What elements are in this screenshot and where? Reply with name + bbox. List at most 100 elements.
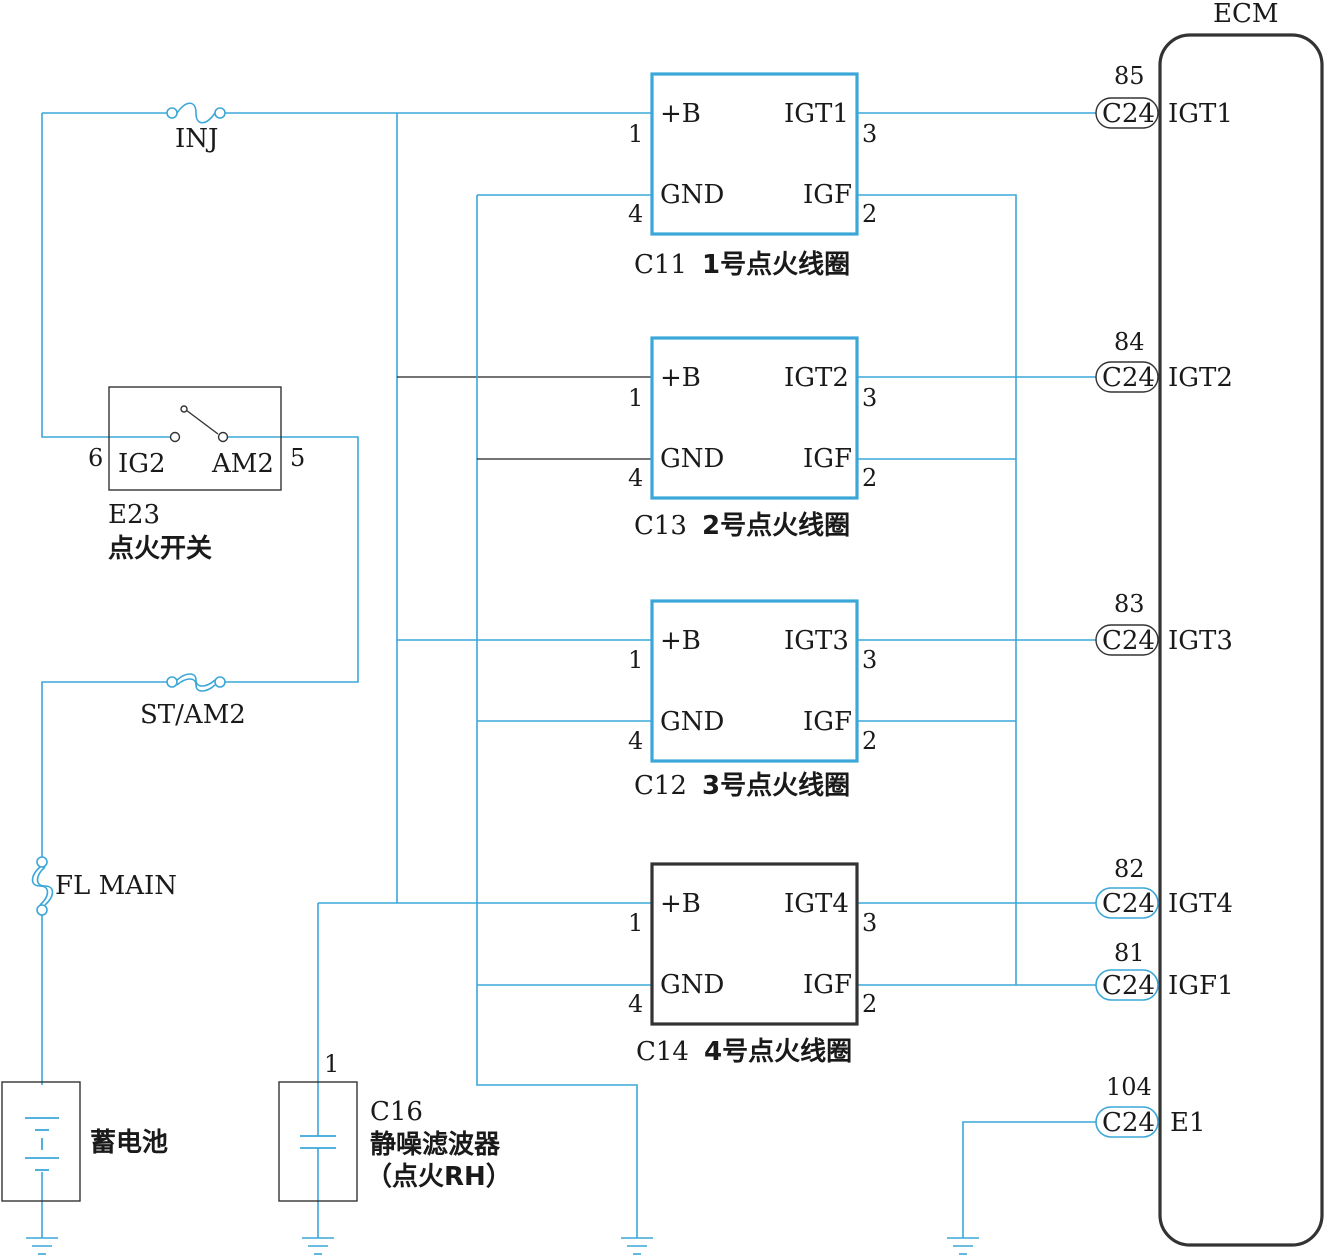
fuse-st-am2 bbox=[166, 673, 226, 692]
coil-3-pin-gnd: 4 bbox=[628, 727, 643, 755]
noise-filter-code: C16 bbox=[370, 1097, 423, 1127]
wire-fuse-to-battery bbox=[41, 681, 168, 1085]
ecm-pin-e1-conn: C24 bbox=[1102, 1108, 1155, 1138]
coil-4-box bbox=[650, 862, 859, 1026]
switch-pin-am2: 5 bbox=[290, 444, 305, 472]
coil-2-pin-b: 1 bbox=[628, 384, 643, 412]
coil-3-plus-b: +B bbox=[660, 626, 701, 656]
coil-1-code: C11 bbox=[634, 250, 687, 280]
wire-igf-bus bbox=[857, 194, 1017, 985]
fuse-fl-main bbox=[31, 856, 54, 916]
wire-inj-to-ig2 bbox=[41, 113, 172, 438]
ground-coils bbox=[621, 1237, 653, 1255]
coil-2-name: 2号点火线圈 bbox=[702, 510, 850, 541]
noise-filter-name: 静噪滤波器 bbox=[370, 1129, 501, 1160]
coil-2-gnd: GND bbox=[660, 444, 724, 474]
coil-3-box bbox=[650, 599, 859, 763]
switch-ig2-contact bbox=[169, 431, 181, 443]
coil-4-igt: IGT4 bbox=[784, 889, 849, 919]
coil-2-pin-igf: 2 bbox=[862, 464, 877, 492]
noise-filter-sub: （点火RH） bbox=[366, 1161, 512, 1192]
coil-1: +B GND IGT1 IGF 1 4 3 2 C11 1号点火线圈 bbox=[628, 72, 877, 280]
coil-1-name: 1号点火线圈 bbox=[702, 249, 850, 280]
ground-battery bbox=[26, 1237, 58, 1255]
ecm-label: ECM bbox=[1213, 0, 1279, 29]
coil-2-plus-b: +B bbox=[660, 363, 701, 393]
coil-4-pin-igt: 3 bbox=[862, 909, 877, 937]
ecm-pin-e1-num: 104 bbox=[1106, 1073, 1152, 1101]
noise-filter-box bbox=[278, 1081, 358, 1202]
coil-1-igt: IGT1 bbox=[784, 99, 849, 129]
coil-3-pin-b: 1 bbox=[628, 646, 643, 674]
coil-3-code: C12 bbox=[634, 771, 687, 801]
ground-ecm-e1 bbox=[947, 1237, 979, 1255]
wire-am2-to-fuse bbox=[224, 436, 359, 683]
coil-1-igf: IGF bbox=[803, 180, 852, 210]
coil-3-name: 3号点火线圈 bbox=[702, 770, 850, 801]
switch-code: E23 bbox=[108, 500, 160, 530]
coil-2-igt: IGT2 bbox=[784, 363, 849, 393]
coil-1-pin-igt: 3 bbox=[862, 120, 877, 148]
ecm-pin-igt3: 83 C24 IGT3 bbox=[1095, 590, 1233, 656]
ground-noise-filter bbox=[302, 1237, 334, 1255]
ecm-pin-igt1: 85 C24 IGT1 bbox=[1095, 62, 1233, 129]
coil-3: +B GND IGT3 IGF 1 4 3 2 C12 3号点火线圈 bbox=[628, 599, 877, 801]
ecm-pin-igt4-conn: C24 bbox=[1102, 889, 1155, 919]
battery-box bbox=[1, 1081, 81, 1202]
coil-1-box bbox=[650, 72, 859, 236]
coil-1-pin-igf: 2 bbox=[862, 200, 877, 228]
switch-name: 点火开关 bbox=[108, 533, 212, 564]
ecm-pin-igf1-conn: C24 bbox=[1102, 971, 1155, 1001]
coil-4-pin-igf: 2 bbox=[862, 990, 877, 1018]
ecm-pin-e1: 104 C24 E1 bbox=[1095, 1073, 1206, 1138]
ecm-pin-igt4-num: 82 bbox=[1114, 855, 1145, 883]
ecm-pin-igt3-conn: C24 bbox=[1102, 626, 1155, 656]
coil-2-pin-igt: 3 bbox=[862, 384, 877, 412]
ecm-pin-igt1-conn: C24 bbox=[1102, 99, 1155, 129]
coil-1-pin-b: 1 bbox=[628, 120, 643, 148]
coil-3-igt: IGT3 bbox=[784, 626, 849, 656]
coil-3-pin-igf: 2 bbox=[862, 727, 877, 755]
switch-am2-label: AM2 bbox=[211, 449, 274, 479]
coil-2-igf: IGF bbox=[803, 444, 852, 474]
ecm-pin-igt2-conn: C24 bbox=[1102, 363, 1155, 393]
ecm-pin-igf1-signal: IGF1 bbox=[1168, 971, 1234, 1001]
noise-filter-pin: 1 bbox=[324, 1050, 339, 1078]
coil-3-pin-igt: 3 bbox=[862, 646, 877, 674]
fuse-fl-main-label: FL MAIN bbox=[55, 871, 177, 901]
ecm-pin-igt3-num: 83 bbox=[1114, 590, 1145, 618]
coil-4-gnd: GND bbox=[660, 970, 724, 1000]
fuse-inj bbox=[166, 102, 226, 124]
ecm-pin-igt4: 82 C24 IGT4 bbox=[1095, 855, 1233, 919]
battery-name: 蓄电池 bbox=[90, 1128, 168, 1158]
ecm-pin-igt1-num: 85 bbox=[1114, 62, 1145, 90]
switch-pin-ig2: 6 bbox=[88, 444, 103, 472]
wire-gnd-bus bbox=[476, 195, 638, 1238]
ecm-pin-igt1-signal: IGT1 bbox=[1168, 99, 1233, 129]
wire-e1 bbox=[962, 1121, 1096, 1238]
ecm-pin-e1-signal: E1 bbox=[1170, 1108, 1206, 1138]
switch-ig2-label: IG2 bbox=[118, 449, 166, 479]
coil-4: +B GND IGT4 IGF 1 4 3 2 C14 4号点火线圈 bbox=[628, 862, 877, 1067]
coil-3-gnd: GND bbox=[660, 707, 724, 737]
coil-4-pin-b: 1 bbox=[628, 909, 643, 937]
coil-4-code: C14 bbox=[636, 1037, 689, 1067]
ecm-pin-igt2-num: 84 bbox=[1114, 328, 1145, 356]
coil-2-code: C13 bbox=[634, 511, 687, 541]
coil-1-pin-gnd: 4 bbox=[628, 200, 643, 228]
switch-am2-contact bbox=[217, 431, 229, 443]
coil-4-pin-gnd: 4 bbox=[628, 990, 643, 1018]
fuse-inj-label: INJ bbox=[175, 124, 218, 154]
ecm-pin-igf1-num: 81 bbox=[1114, 939, 1145, 967]
coil-1-gnd: GND bbox=[660, 180, 724, 210]
ignition-switch-box bbox=[108, 386, 282, 491]
coil-2: +B GND IGT2 IGF 1 4 3 2 C13 2号点火线圈 bbox=[628, 336, 877, 541]
coil-4-igf: IGF bbox=[803, 970, 852, 1000]
coil-3-igf: IGF bbox=[803, 707, 852, 737]
switch-lever bbox=[185, 409, 219, 435]
ecm-pin-igt2-signal: IGT2 bbox=[1168, 363, 1233, 393]
battery-symbol bbox=[25, 1117, 59, 1171]
fuse-st-am2-label: ST/AM2 bbox=[140, 700, 246, 730]
ecm-pin-igt4-signal: IGT4 bbox=[1168, 889, 1233, 919]
